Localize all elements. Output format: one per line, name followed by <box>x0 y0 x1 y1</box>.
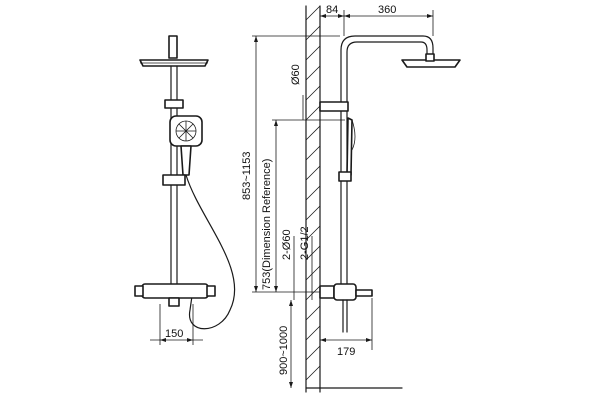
dim-vertical-lines <box>252 35 345 388</box>
side-hand-shower <box>338 117 356 182</box>
thread-size-label: 2-G1/2 <box>299 226 311 260</box>
valve-width-label: 150 <box>165 328 183 340</box>
front-hand-shower <box>169 115 203 176</box>
front-slide-holder <box>162 174 186 186</box>
dim-top: 84 360 <box>320 4 434 36</box>
side-riser-and-arm <box>340 35 434 291</box>
height-range-label: 853~1153 <box>241 152 253 200</box>
bracket-dia-label: Ø60 <box>290 64 302 85</box>
valve-height-range-label: 900~1000 <box>278 326 290 375</box>
spout-reach-label: 179 <box>337 346 355 358</box>
front-upper-bracket <box>164 99 184 109</box>
wall <box>305 5 403 393</box>
side-rain-shower-head <box>401 59 461 68</box>
dim-valve-width: 150 <box>150 304 203 345</box>
dimension-arrows <box>160 14 433 388</box>
outlet-dia-label: 2-Ø60 <box>281 229 293 260</box>
wall-offset-label: 84 <box>326 4 338 16</box>
front-rain-shower-head <box>139 35 209 67</box>
arm-length-label: 360 <box>378 4 396 16</box>
side-upper-bracket <box>319 101 349 112</box>
side-thermostatic-valve <box>319 283 373 333</box>
front-thermostatic-valve <box>134 283 216 307</box>
front-view: 150 <box>134 35 236 345</box>
side-view: 84 360 179 853~1153 753(D <box>241 4 461 388</box>
dim-spout-reach: 179 <box>320 298 373 358</box>
dimension-reference-label: 753(Dimension Reference) <box>261 159 273 290</box>
front-hose <box>185 174 236 330</box>
